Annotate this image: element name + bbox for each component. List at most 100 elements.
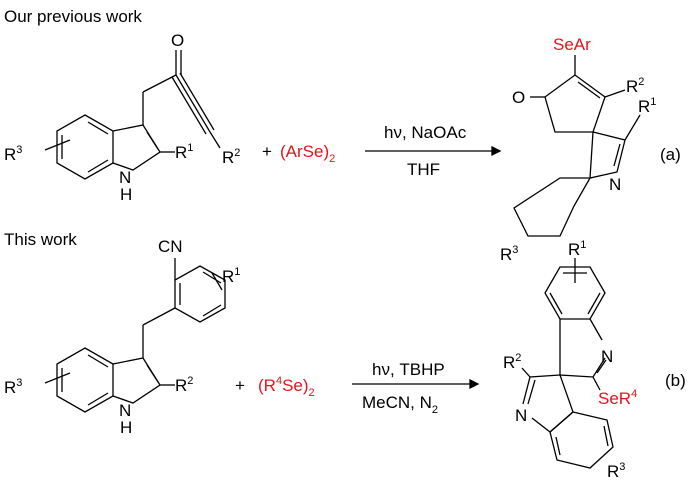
label-part: R — [626, 77, 638, 96]
label-part: (ArSe) — [280, 142, 329, 161]
reagent-a: (ArSe)2 — [280, 142, 335, 165]
bond-line — [587, 292, 601, 315]
bond-line: R1 — [638, 96, 656, 116]
conditions-a-bottom: THF — [407, 160, 440, 179]
label-part: 1 — [580, 239, 586, 251]
label-part: 2 — [309, 387, 315, 399]
reactant-a-structure — [44, 50, 221, 180]
product-b-ring-n: N — [601, 347, 613, 366]
bond-line — [56, 114, 114, 180]
bond-line — [527, 379, 536, 405]
bond-line — [592, 376, 601, 391]
label-part: 2 — [329, 153, 335, 165]
bond-line — [171, 76, 207, 135]
product-a-structure — [513, 55, 641, 237]
product-a-n: N — [609, 175, 621, 194]
bond-line: R2 — [503, 352, 521, 372]
bond-line: R1 — [175, 142, 193, 162]
heading-this-work: This work — [4, 230, 77, 249]
bond-line — [522, 374, 561, 405]
label-part: 1 — [234, 266, 240, 278]
label-part: 1 — [187, 142, 193, 154]
product-a-oxo: O — [512, 88, 525, 107]
label-part: 1 — [650, 96, 656, 108]
label-part: R — [222, 148, 234, 167]
label-part: 3 — [16, 377, 22, 389]
bond-line: R3 — [607, 461, 625, 481]
bond-line — [179, 72, 215, 131]
bond-line: R3 — [500, 244, 518, 264]
label-part: 4 — [276, 375, 282, 387]
bond-line: R3 — [4, 377, 22, 397]
bond-line — [44, 139, 71, 151]
bond-line — [596, 359, 607, 374]
bond-line — [44, 372, 71, 384]
reagent-b: (R4Se)2 — [258, 375, 315, 399]
label-part: (R — [258, 376, 276, 395]
bond-line — [555, 436, 561, 456]
label-part: R — [568, 240, 580, 259]
label-part: 2 — [234, 147, 240, 159]
label-part: Se) — [282, 376, 308, 395]
bond-line — [589, 318, 603, 341]
bond-line — [175, 74, 211, 133]
plus-b: + — [235, 376, 245, 395]
heading-previous-work: Our previous work — [4, 7, 142, 26]
bond-line — [491, 145, 502, 157]
label-part: 4 — [631, 388, 637, 400]
bond-line — [549, 411, 614, 469]
bond-line — [87, 354, 109, 368]
bond-line — [469, 378, 480, 390]
label-part: R — [222, 267, 234, 286]
bond-line — [624, 114, 641, 141]
label-part: 3 — [16, 144, 22, 156]
label-part: 2 — [187, 375, 193, 387]
bond-line — [87, 159, 109, 173]
bond-line — [87, 121, 109, 135]
label-part: 3 — [512, 244, 518, 256]
bond-line — [87, 392, 109, 406]
conditions-b-bottom: MeCN, N2 — [362, 393, 438, 416]
bond-line: R2 — [626, 76, 644, 96]
bond-line — [112, 124, 161, 171]
bond-line — [531, 374, 574, 433]
bond-line — [603, 425, 609, 447]
bond-line — [209, 131, 221, 149]
label-part: R — [500, 245, 512, 264]
label-part: R — [638, 97, 650, 116]
bond-line — [604, 89, 626, 98]
bond-line: R1 — [568, 239, 586, 259]
nh-n-label-b: N — [119, 401, 131, 420]
bond-line — [112, 357, 161, 404]
bond-line: R2 — [222, 147, 240, 167]
reactant-b-structure — [44, 258, 226, 413]
oxo-label: O — [171, 31, 184, 50]
label-part: 3 — [619, 461, 625, 473]
bond-line — [559, 319, 606, 378]
bond-line: R3 — [4, 144, 22, 164]
conditions-b-top: hν, TBHP — [372, 360, 445, 379]
bond-line — [146, 364, 159, 383]
label-part: MeCN, N — [362, 393, 432, 412]
product-b-n: N — [515, 406, 527, 425]
label-part: R — [607, 462, 619, 481]
label-b: (b) — [665, 371, 686, 390]
bond-line — [549, 292, 563, 315]
bond-line — [142, 307, 176, 326]
bond-line — [613, 143, 621, 167]
label-part: R — [175, 143, 187, 162]
nh-n-label: N — [119, 168, 131, 187]
nh-h-label: H — [120, 185, 132, 204]
conditions-a-top: hν, NaOAc — [384, 123, 467, 142]
bond-line — [142, 74, 177, 93]
bond-line — [174, 265, 226, 323]
bond-line — [211, 272, 223, 291]
label-a: (a) — [660, 145, 681, 164]
label-part: 2 — [638, 76, 644, 88]
nh-h-label-b: H — [120, 418, 132, 437]
bond-line — [146, 131, 159, 150]
bond-line — [202, 304, 222, 317]
bond-line — [202, 271, 222, 284]
